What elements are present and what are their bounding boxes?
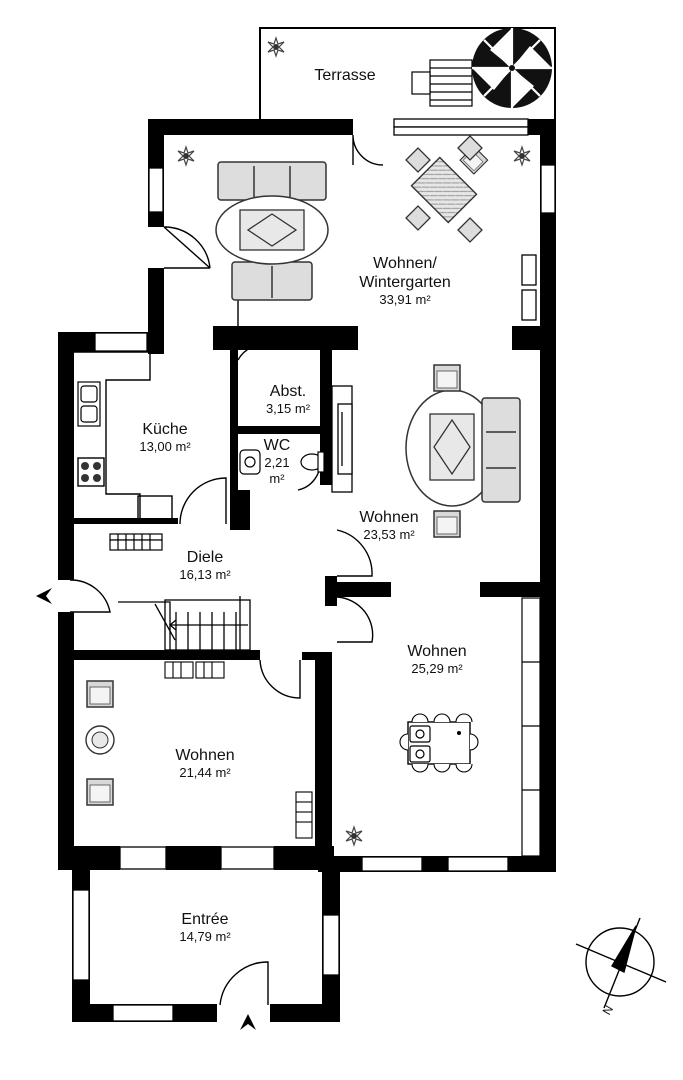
sofa-icon: [481, 397, 521, 503]
washbasin-icon: [239, 449, 261, 475]
stove-icon: [77, 457, 105, 487]
room-name: Wohnen/ Wintergarten: [359, 255, 451, 292]
room-area: 2,21 m²: [264, 455, 290, 486]
room-area: 3,15 m²: [265, 401, 311, 417]
room-area: 14,79 m²: [179, 929, 231, 945]
room-name: Wohnen: [359, 509, 419, 526]
room-label-terrasse: Terrasse: [300, 66, 390, 85]
room-area: 25,29 m²: [411, 661, 463, 677]
room-label-entree: Entrée 14,79 m²: [158, 910, 252, 945]
room-name: Wohnen: [175, 747, 235, 764]
room-area: 33,91 m²: [379, 292, 431, 308]
sofa-icon: [217, 161, 327, 301]
coffee-table-icon: [405, 389, 499, 507]
radiator-icon: [164, 661, 313, 839]
kitchen-chairs: [109, 533, 163, 551]
room-label-wintergarten: Wohnen/ Wintergarten 33,91 m²: [340, 254, 470, 308]
room-area: 16,13 m²: [179, 567, 231, 583]
windows: [72, 118, 556, 1022]
toilet-icon: [300, 451, 325, 473]
room-label-abst: Abst. 3,15 m²: [250, 382, 326, 417]
sun-umbrella-icon: [472, 28, 552, 108]
room-label-kueche: Küche 13,00 m²: [120, 420, 210, 455]
terrace-outline: [259, 27, 556, 122]
room-area: 23,53 m²: [363, 527, 415, 543]
room-area: 21,44 m²: [179, 765, 231, 781]
room-name: Diele: [186, 549, 224, 566]
room-name: Terrasse: [314, 67, 376, 84]
room-name: WC: [263, 437, 291, 454]
deck-chair-icon: [411, 59, 473, 107]
coffee-table-icon: [215, 195, 329, 265]
armchair-icon: [85, 680, 115, 806]
entrance-arrow-icon: [36, 588, 256, 1030]
room-label-wohnen-right: Wohnen 25,29 m²: [390, 642, 484, 677]
dining-table-icon: [399, 713, 479, 773]
compass-icon: [575, 917, 667, 1009]
built-in-cabinet: [521, 597, 541, 857]
kitchen-counter: [74, 351, 173, 521]
room-label-wohnen-left: Wohnen 21,44 m²: [158, 746, 252, 781]
room-name: Wohnen: [407, 643, 467, 660]
room-label-wc: WC 2,21 m²: [252, 436, 302, 486]
sink-icon: [77, 381, 101, 427]
room-name: Küche: [142, 421, 188, 438]
room-label-diele: Diele 16,13 m²: [160, 548, 250, 583]
dining-table-icon: [405, 135, 489, 243]
staircase-icon: [118, 596, 251, 651]
doors: [69, 134, 384, 1006]
room-name: Abst.: [269, 383, 307, 400]
tv-cabinet-icon: [331, 385, 353, 493]
room-area: 13,00 m²: [139, 439, 191, 455]
room-name: Entrée: [181, 911, 229, 928]
room-label-wohnen-mid: Wohnen 23,53 m²: [342, 508, 436, 543]
